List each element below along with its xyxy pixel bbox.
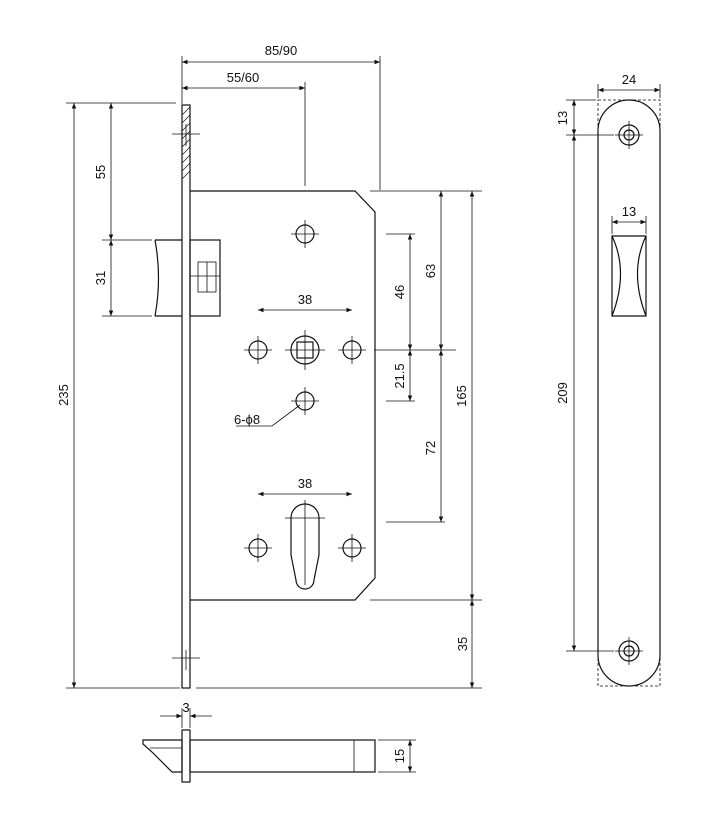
extension-lines: [66, 56, 482, 689]
dim-strike-slot: 13: [622, 204, 636, 219]
dim-total-height: 235: [56, 384, 71, 406]
dim-spindle-to-cylinder: 72: [423, 441, 438, 455]
dim-spindle-distance: 38: [298, 292, 312, 307]
dim-faceplate-thickness: 3: [182, 700, 189, 715]
dim-top-to-spindle: 63: [423, 264, 438, 278]
dim-strike-top: 13: [555, 111, 570, 125]
dim-latch-height: 31: [93, 271, 108, 285]
latch-bolt: [154, 239, 221, 317]
strike-slot: [611, 235, 647, 317]
dimension-lines: [71, 59, 475, 688]
strike-outline-dashed: [597, 99, 661, 687]
front-view: 85/90 55/60 235 55 31 38 38 46 63 21.5 7…: [56, 43, 482, 689]
dim-latch-offset: 55: [93, 165, 108, 179]
dim-backset: 55/60: [227, 70, 260, 85]
bottom-view: 3 15: [142, 700, 416, 783]
bottom-dimension-text: 3 15: [182, 700, 407, 763]
dim-cylinder-distance: 38: [298, 476, 312, 491]
screw-hole-top: [291, 220, 319, 248]
dim-holes: 6-ϕ8: [234, 412, 260, 427]
spindle-row: [244, 330, 366, 370]
strike-screw-top: [615, 121, 643, 149]
faceplate: [172, 104, 200, 689]
strike-dimension-lines: [566, 84, 661, 652]
latch-side: [142, 739, 183, 773]
strike-dimension-text: 24 13 13 209: [555, 72, 636, 404]
case-side: [189, 739, 376, 773]
dimension-text: 85/90 55/60 235 55 31 38 38 46 63 21.5 7…: [56, 43, 470, 651]
dim-bottom-gap: 35: [455, 637, 470, 651]
dim-latch-thickness: 15: [392, 749, 407, 763]
strike-plate: [597, 99, 661, 687]
dim-strike-width: 24: [622, 72, 636, 87]
bottom-dimension-lines: [160, 708, 416, 773]
screw-hole-middle: [291, 387, 319, 415]
cylinder-profile: [290, 503, 320, 590]
dim-upper-to-spindle: 46: [392, 285, 407, 299]
dim-strike-length: 209: [555, 382, 570, 404]
dim-case-height: 165: [454, 385, 469, 407]
dim-spindle-to-screw: 21.5: [392, 363, 407, 388]
cylinder-row: [244, 500, 366, 590]
strike-screw-bottom: [615, 637, 643, 665]
faceplate-side: [181, 729, 191, 783]
faceplate-hatch: [181, 106, 191, 180]
dim-backset-width: 85/90: [265, 43, 298, 58]
lock-case: [190, 190, 376, 601]
strike-plate-view: 24 13 13 209: [555, 72, 661, 687]
